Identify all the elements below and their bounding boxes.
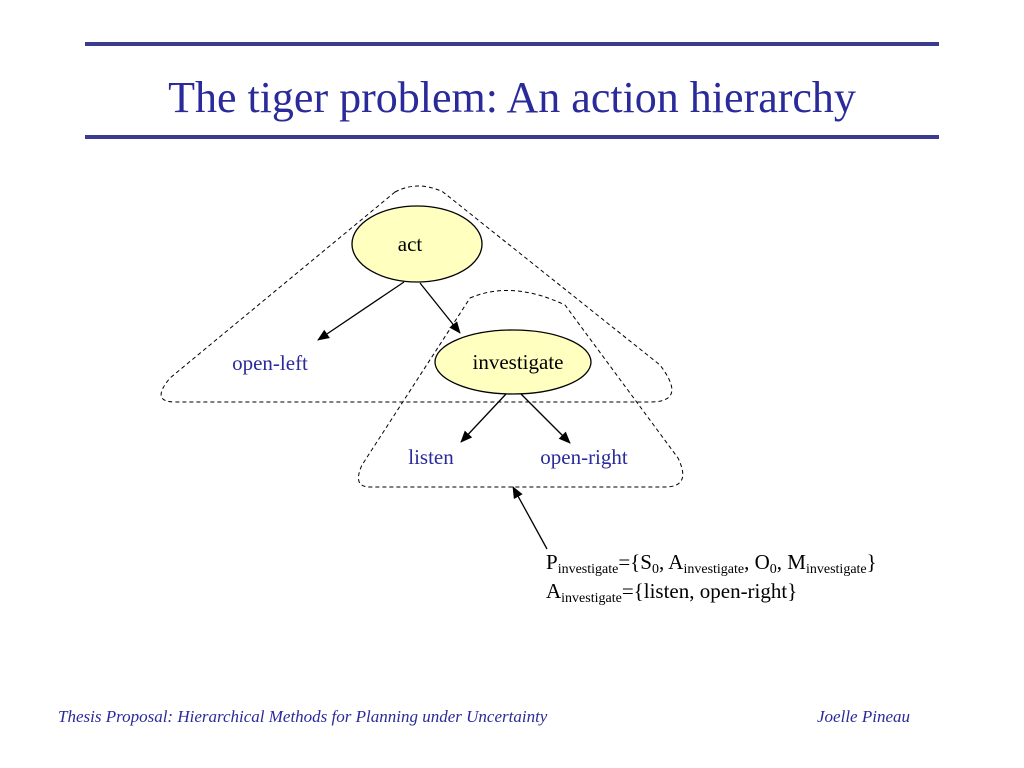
- node-investigate-label: investigate: [473, 350, 564, 374]
- edge-investigate-open-right: [520, 393, 571, 444]
- formula-p-text-2: , A: [658, 550, 684, 574]
- formula-a-investigate: Ainvestigate={listen, open-right}: [546, 578, 798, 606]
- callout-arrow: [512, 486, 548, 550]
- node-investigate: investigate: [434, 329, 592, 395]
- edge-act-open-left: [317, 281, 405, 341]
- formula-a-symbol: A: [546, 579, 562, 603]
- formula-p-text-5: }: [866, 550, 877, 574]
- formula-p-subscript: investigate: [557, 562, 619, 577]
- formula-a-subscript: investigate: [561, 591, 622, 606]
- node-act-label: act: [398, 232, 423, 256]
- act-group-outline: [160, 185, 673, 403]
- slide-title: The tiger problem: An action hierarchy: [168, 73, 856, 122]
- top-rule: [85, 42, 939, 46]
- formula-p-text-1: ={S: [618, 550, 652, 574]
- formula-p-investigate: Pinvestigate={S0, Ainvestigate, O0, Minv…: [546, 549, 877, 577]
- formula-p-sub-a: investigate: [683, 562, 745, 577]
- node-act: act: [351, 205, 483, 283]
- leaf-open-right: open-right: [540, 445, 628, 469]
- formula-p-text-3: , O: [744, 550, 770, 574]
- leaf-listen: listen: [408, 445, 454, 469]
- formula-p-text-4: , M: [776, 550, 806, 574]
- formula-p-sub-s0: 0: [651, 562, 659, 577]
- edge-act-investigate: [419, 282, 461, 334]
- footer-author: Joelle Pineau: [817, 707, 910, 726]
- formula-p-sub-m: investigate: [805, 562, 867, 577]
- edge-investigate-listen: [460, 393, 507, 443]
- footer-thesis-title: Thesis Proposal: Hierarchical Methods fo…: [58, 707, 548, 726]
- investigate-group-outline: [357, 290, 684, 488]
- formula-a-text: ={listen, open-right}: [621, 579, 798, 603]
- bottom-rule: [85, 135, 939, 139]
- leaf-open-left: open-left: [232, 351, 308, 375]
- formula-p-symbol: P: [546, 550, 558, 574]
- formula-p-sub-o0: 0: [769, 562, 777, 577]
